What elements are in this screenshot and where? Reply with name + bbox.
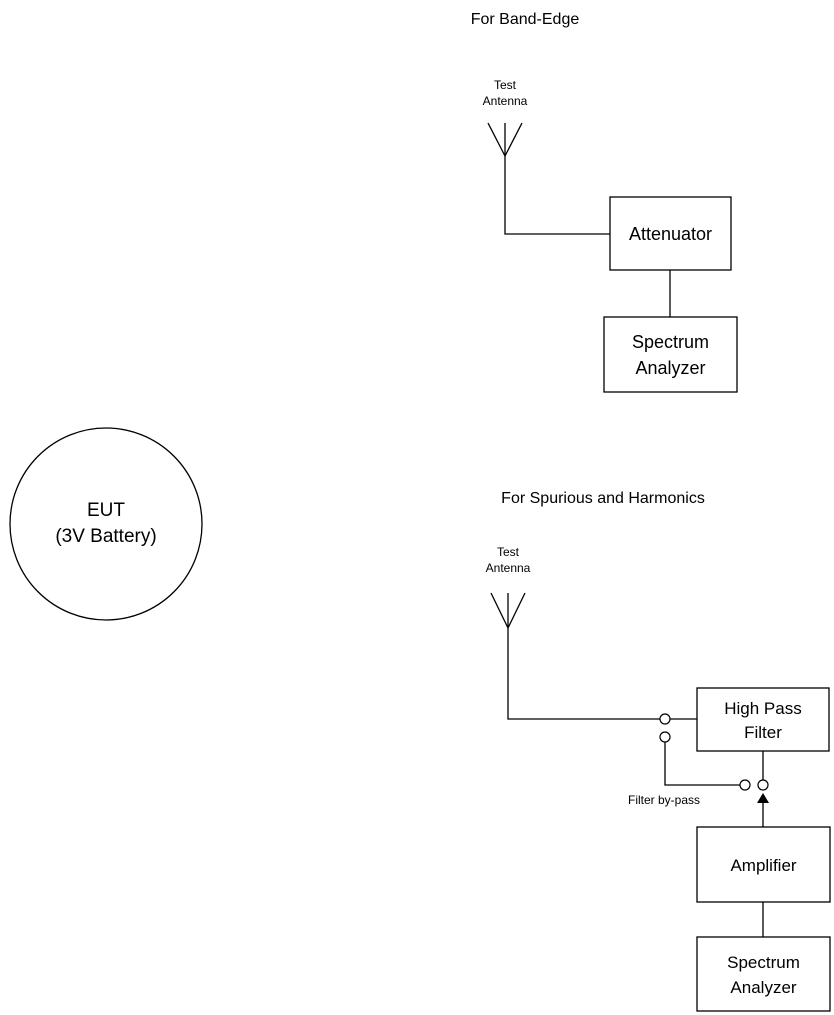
spurious-analyzer-label-line2: Analyzer <box>730 978 796 997</box>
eut-label-line2: (3V Battery) <box>55 526 156 547</box>
spurious-spectrum-analyzer-box: Spectrum Analyzer <box>696 936 831 1012</box>
filter-bypass-label: Filter by-pass <box>628 793 700 807</box>
switch-contact-bypass-output <box>739 779 751 791</box>
band-edge-section: For Band-Edge Test Antenna Attenuator Sp… <box>471 11 738 393</box>
amplifier-label: Amplifier <box>730 856 796 875</box>
switch-arrow-icon <box>757 793 769 827</box>
eut-label-line1: EUT <box>87 500 125 521</box>
attenuator-label: Attenuator <box>629 224 712 244</box>
band-edge-spectrum-analyzer-box: Spectrum Analyzer <box>603 316 738 393</box>
filter-bypass-cable <box>664 742 740 786</box>
band-edge-analyzer-label-line2: Analyzer <box>635 358 705 378</box>
spurious-title: For Spurious and Harmonics <box>501 490 705 507</box>
band-edge-antenna-label-line2: Antenna <box>483 94 528 108</box>
switch-contact-filter-output <box>757 779 769 791</box>
eut-circle <box>9 427 203 621</box>
switch-contact-bypass-input <box>659 731 671 743</box>
amplifier-box: Amplifier <box>696 826 831 903</box>
spurious-antenna-cable <box>507 628 660 720</box>
filter-label-line2: Filter <box>744 723 782 742</box>
spurious-antenna-label-line2: Antenna <box>486 561 531 575</box>
band-edge-antenna-label-line1: Test <box>494 78 517 92</box>
band-edge-analyzer-label-line1: Spectrum <box>632 332 709 352</box>
spurious-section: For Spurious and Harmonics Test Antenna … <box>486 490 831 1012</box>
band-edge-antenna-icon <box>487 122 523 157</box>
spurious-analyzer-label-line1: Spectrum <box>727 953 800 972</box>
switch-contact-filter-input <box>659 713 671 725</box>
band-edge-antenna-cable <box>504 156 610 235</box>
filter-label-line1: High Pass <box>724 699 801 718</box>
attenuator-box: Attenuator <box>609 196 732 271</box>
high-pass-filter-box: High Pass Filter <box>696 687 830 752</box>
spurious-antenna-label-line1: Test <box>497 545 520 559</box>
eut: EUT (3V Battery) <box>9 427 203 621</box>
spurious-antenna-icon <box>490 592 526 629</box>
band-edge-title: For Band-Edge <box>471 11 580 28</box>
